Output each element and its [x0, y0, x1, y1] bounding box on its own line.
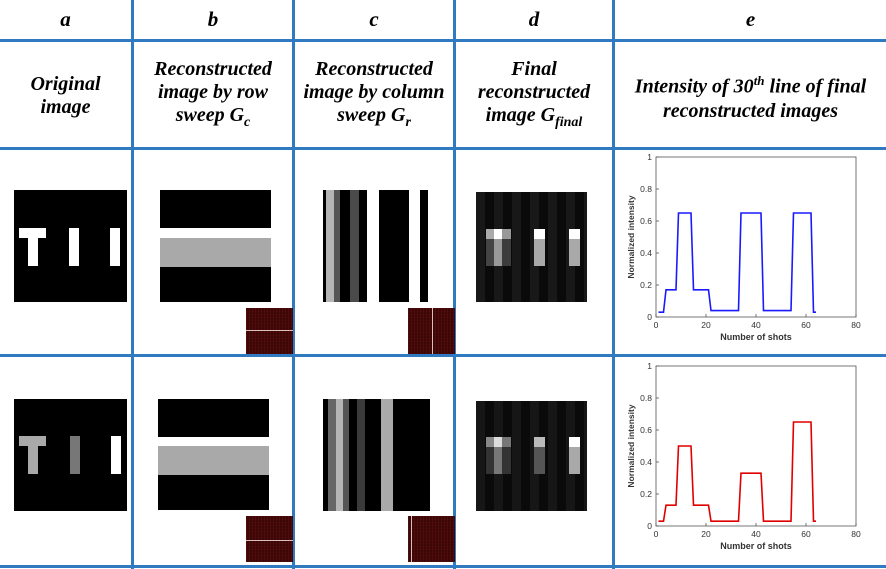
- x-tick-label: 60: [801, 320, 811, 330]
- x-tick-label: 80: [851, 320, 861, 330]
- header-b-main: Reconstructed image by row sweep G: [154, 58, 272, 126]
- header-e: Intensity of 30th line of final reconstr…: [615, 44, 886, 148]
- y-axis-label: Normalized intensity: [626, 195, 636, 278]
- final-image-1: [476, 192, 587, 302]
- header-d: Final reconstructed image Gfinal: [456, 44, 612, 148]
- column-letter-b: b: [207, 6, 219, 31]
- grid-vline: [131, 0, 134, 569]
- grid-vline: [453, 0, 456, 569]
- original-image-2: [14, 399, 127, 511]
- header-c-sub: r: [405, 115, 411, 130]
- header-e-text: Intensity of 30th line of final reconstr…: [620, 68, 882, 125]
- y-tick-label: 0.2: [640, 280, 652, 290]
- plot-frame: [655, 156, 857, 318]
- column-letter-c: c: [369, 6, 379, 31]
- x-tick-label: 20: [701, 529, 711, 539]
- header-c-main: Reconstructed image by column sweep G: [303, 58, 445, 126]
- x-axis-label: Number of shots: [720, 332, 792, 342]
- y-tick-label: 1: [647, 152, 652, 162]
- header-a: Original image: [0, 44, 131, 148]
- header-d-main: Final reconstructed image G: [477, 58, 591, 126]
- grid-hline: [0, 354, 886, 357]
- x-tick-label: 0: [654, 320, 659, 330]
- x-tick-label: 40: [751, 320, 761, 330]
- series-line: [658, 421, 816, 522]
- header-c-text: Reconstructed image by column sweep Gr: [295, 58, 453, 134]
- header-e-sup: th: [753, 72, 765, 88]
- header-d-sub: final: [555, 115, 583, 130]
- final-image-2: [476, 401, 587, 511]
- header-b-text: Reconstructed image by row sweep Gc: [134, 58, 292, 134]
- y-tick-label: 0: [647, 521, 652, 531]
- header-c: Reconstructed image by column sweep Gr: [295, 44, 453, 148]
- column-sweep-inset-2: [408, 516, 455, 562]
- column-letter-d: d: [528, 6, 540, 31]
- column-letter-e: e: [745, 6, 756, 31]
- y-tick-label: 0.8: [640, 393, 652, 403]
- header-e-pre: Intensity of 30: [634, 75, 754, 98]
- row-sweep-inset-2: [246, 516, 293, 562]
- y-tick-label: 0.8: [640, 184, 652, 194]
- y-tick-label: 0.2: [640, 489, 652, 499]
- header-e-post: line of final reconstructed images: [663, 75, 867, 123]
- y-axis-label: Normalized intensity: [626, 404, 636, 487]
- column-sweep-inset-1: [408, 308, 455, 354]
- grid-vline: [292, 0, 295, 569]
- column-sweep-image-1: [323, 190, 435, 302]
- x-tick-label: 80: [851, 529, 861, 539]
- original-image-1: [14, 190, 127, 302]
- header-b: Reconstructed image by row sweep Gc: [134, 44, 292, 148]
- y-tick-label: 0.4: [640, 457, 652, 467]
- column-sweep-image-2: [323, 399, 435, 511]
- row-sweep-image-2: [158, 399, 269, 510]
- header-a-text: Original image: [30, 73, 101, 118]
- grid-hline: [0, 39, 886, 42]
- y-tick-label: 1: [647, 361, 652, 371]
- row-sweep-image-1: [160, 190, 271, 302]
- y-tick-label: 0: [647, 312, 652, 322]
- series-line: [658, 212, 816, 313]
- grid-hline: [0, 147, 886, 150]
- x-tick-label: 0: [654, 529, 659, 539]
- header-d-text: Final reconstructed image Gfinal: [464, 58, 604, 134]
- grid-hline: [0, 565, 886, 568]
- x-tick-label: 20: [701, 320, 711, 330]
- row-sweep-inset-1: [246, 308, 293, 354]
- header-b-sub: c: [244, 115, 251, 130]
- x-tick-label: 60: [801, 529, 811, 539]
- grid-vline: [612, 0, 615, 569]
- x-tick-label: 40: [751, 529, 761, 539]
- y-tick-label: 0.4: [640, 248, 652, 258]
- column-letter-a: a: [60, 6, 71, 31]
- y-tick-label: 0.6: [640, 425, 652, 435]
- x-axis-label: Number of shots: [720, 541, 792, 551]
- y-tick-label: 0.6: [640, 216, 652, 226]
